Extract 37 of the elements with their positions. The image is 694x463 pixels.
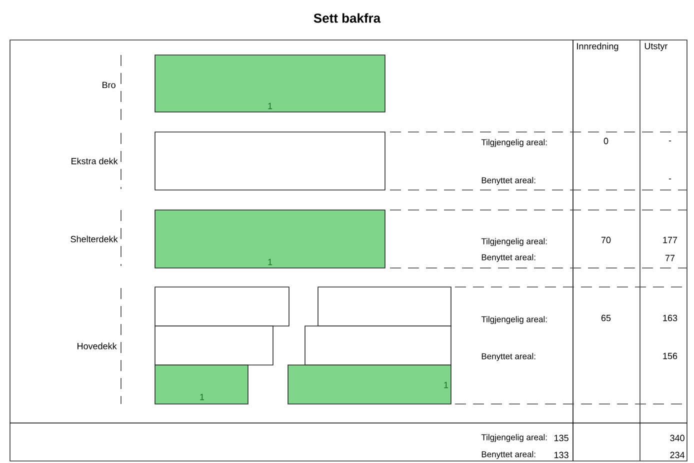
deck-box [304, 326, 452, 366]
cell-value: 177 [663, 236, 678, 244]
row-label: Benyttet areal: [482, 254, 536, 262]
row-label: Tilgjengelig areal: [481, 434, 547, 442]
cell-value: 65 [601, 314, 611, 322]
deck-label: Shelterdekk [70, 236, 118, 242]
deck-box [154, 326, 274, 366]
deck-box: 1 [154, 364, 248, 404]
deck-box [154, 132, 386, 190]
cell-value: 234 [670, 452, 685, 458]
row-label: Tilgjengelig areal: [481, 316, 547, 324]
deck-box: 1 [154, 54, 386, 112]
cell-value: 0 [604, 138, 608, 144]
deck-box [318, 286, 452, 326]
column-header: Utstyr [644, 42, 668, 52]
cell-value: 133 [554, 452, 568, 458]
cell-value: 340 [670, 434, 684, 442]
cell-value: 70 [601, 236, 611, 244]
row-label: Benyttet areal: [482, 177, 536, 185]
deck-label: Bro [102, 82, 116, 88]
deck-box: 1 [154, 210, 386, 268]
deck-label: Ekstra dekk [72, 158, 118, 164]
row-label: Tilgjengelig areal: [481, 238, 547, 246]
cell-value: - [668, 178, 672, 180]
cell-value: 135 [554, 434, 568, 442]
deck-label: Hovedekk [78, 342, 117, 350]
cell-value: 156 [663, 352, 678, 360]
title: Sett bakfra [314, 13, 381, 23]
cell-value: 163 [663, 314, 678, 322]
deck-box [154, 286, 290, 326]
row-label: Benyttet areal: [482, 451, 536, 459]
row-label: Tilgjengelig areal: [481, 139, 547, 147]
row-label: Benyttet areal: [482, 353, 536, 361]
column-header: Innredning [577, 42, 618, 52]
cell-value: 77 [665, 254, 675, 262]
deck-box: 1 [288, 364, 452, 404]
cell-value: - [668, 140, 672, 142]
